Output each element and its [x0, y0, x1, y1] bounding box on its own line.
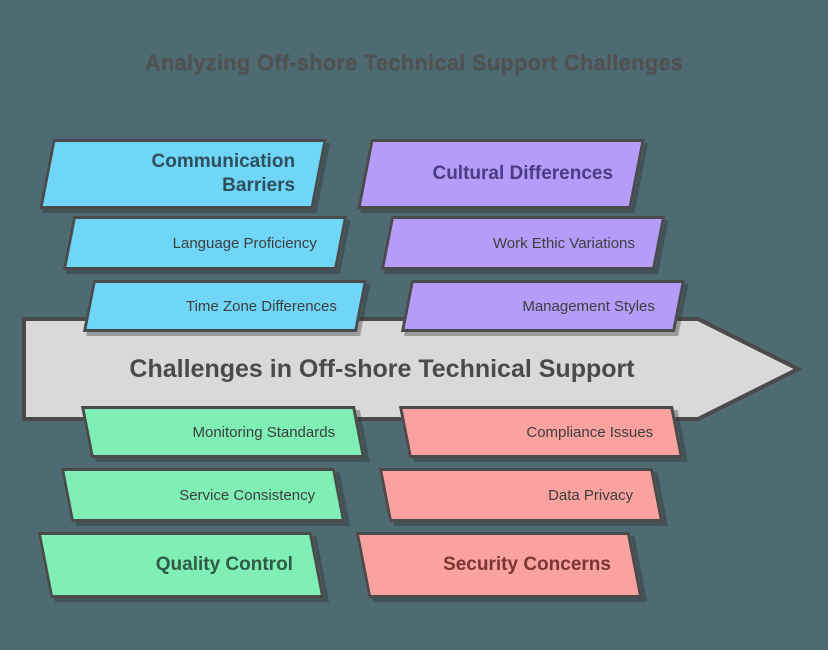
branch-header-label: Cultural Differences	[432, 163, 613, 185]
cause-compliance-issues[interactable]: Compliance Issues	[398, 406, 684, 458]
cause-label: Service Consistency	[179, 486, 315, 504]
cause-label: Time Zone Differences	[186, 297, 337, 315]
cause-language-proficiency[interactable]: Language Proficiency	[62, 216, 348, 270]
cause-label: Management Styles	[522, 297, 655, 315]
cause-work-ethic-variations[interactable]: Work Ethic Variations	[380, 216, 666, 270]
cause-label: Compliance Issues	[526, 423, 653, 441]
branch-header-security-concerns[interactable]: Security Concerns	[355, 532, 643, 598]
branch-header-cultural-differences[interactable]: Cultural Differences	[357, 139, 645, 209]
branch-header-quality-control[interactable]: Quality Control	[37, 532, 325, 598]
cause-label: Work Ethic Variations	[493, 234, 635, 252]
cause-time-zone-differences[interactable]: Time Zone Differences	[82, 280, 368, 332]
cause-management-styles[interactable]: Management Styles	[400, 280, 686, 332]
cause-monitoring-standards[interactable]: Monitoring Standards	[80, 406, 366, 458]
page-title: Analyzing Off-shore Technical Support Ch…	[144, 50, 684, 75]
branch-header-label: Quality Control	[155, 554, 293, 576]
cause-data-privacy[interactable]: Data Privacy	[378, 468, 664, 522]
cause-label: Monitoring Standards	[192, 423, 335, 441]
cause-label: Language Proficiency	[172, 234, 317, 252]
cause-label: Data Privacy	[547, 486, 633, 504]
spine-arrow-shape	[22, 317, 803, 421]
cause-service-consistency[interactable]: Service Consistency	[60, 468, 346, 522]
branch-header-label: Security Concerns	[443, 554, 611, 576]
